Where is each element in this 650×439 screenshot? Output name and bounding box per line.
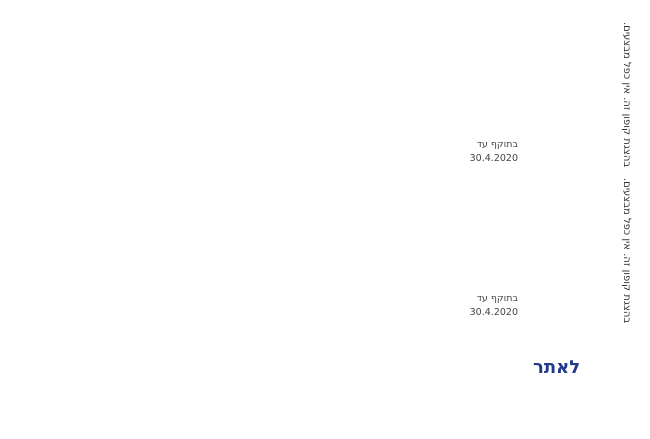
coupon-disclaimer: בהצגת קופון זה. אין כפל מבצעים. [621,22,632,168]
coupon-validity: בתוקף עד 30.4.2020 [418,138,518,166]
coupon-disclaimer: בהצגת קופון זה. אין כפל מבצעים. [621,178,632,324]
validity-date: 30.4.2020 [469,307,518,318]
validity-label: בתוקף עד [476,139,518,150]
validity-date: 30.4.2020 [469,153,518,164]
to-site-link[interactable]: לאתר [533,357,581,378]
validity-label: בתוקף עד [476,293,518,304]
coupon-validity: בתוקף עד 30.4.2020 [418,292,518,320]
